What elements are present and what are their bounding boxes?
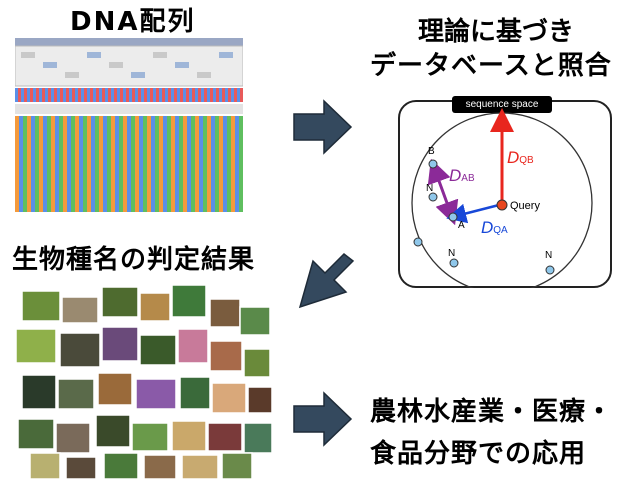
species-result-title: 生物種名の判定結果 bbox=[12, 245, 256, 275]
label-b: B bbox=[428, 146, 435, 157]
species-photo-tile bbox=[65, 456, 97, 480]
node-b bbox=[428, 159, 438, 169]
species-photo-tile bbox=[57, 378, 95, 410]
species-photo-tile bbox=[131, 422, 169, 452]
species-photo-tile bbox=[181, 454, 219, 480]
arrow-right-top-icon bbox=[293, 99, 353, 155]
species-photo-tile bbox=[177, 328, 209, 364]
species-photo-tile bbox=[247, 386, 273, 414]
label-n2: N bbox=[448, 248, 456, 259]
species-photo-tile bbox=[17, 418, 55, 450]
species-photo-tile bbox=[221, 452, 253, 480]
species-photo-tile bbox=[21, 374, 57, 410]
arrow-diagonal-icon bbox=[298, 253, 355, 309]
applications-title-line2: 食品分野での応用 bbox=[370, 439, 587, 469]
node-a bbox=[448, 212, 458, 222]
species-photo-tile bbox=[15, 328, 57, 364]
dna-alignment-thumbnail bbox=[14, 38, 244, 212]
species-photo-tile bbox=[21, 290, 61, 322]
node-outside bbox=[413, 237, 423, 247]
species-photo-tile bbox=[171, 284, 207, 318]
species-photo-tile bbox=[243, 348, 271, 378]
species-photo-tile bbox=[29, 452, 61, 480]
dna-sequence-title: DNA配列 bbox=[70, 7, 196, 37]
species-photo-tile bbox=[171, 420, 207, 452]
species-photo-tile bbox=[139, 334, 177, 366]
species-photo-tile bbox=[207, 422, 243, 452]
species-photo-tile bbox=[103, 452, 139, 480]
species-photo-tile bbox=[135, 378, 177, 410]
species-photo-tile bbox=[101, 286, 139, 318]
species-photo-collage bbox=[12, 283, 274, 480]
species-photo-tile bbox=[97, 372, 133, 406]
node-n2 bbox=[449, 258, 459, 268]
label-query: Query bbox=[510, 200, 540, 212]
species-photo-tile bbox=[209, 298, 241, 328]
species-photo-tile bbox=[95, 414, 131, 448]
label-dqb: DQB bbox=[507, 148, 534, 167]
arrow-right-bottom-icon bbox=[293, 391, 353, 447]
species-photo-tile bbox=[239, 306, 271, 336]
dqa-arrow bbox=[446, 203, 500, 224]
theory-title-line1: 理論に基づき bbox=[418, 17, 575, 47]
applications-title-line1: 農林水産業・医療・ bbox=[370, 397, 614, 427]
species-photo-tile bbox=[179, 376, 211, 410]
label-n3: N bbox=[545, 250, 553, 261]
species-photo-tile bbox=[139, 292, 171, 322]
sequence-space-header: sequence space bbox=[452, 96, 552, 113]
species-photo-tile bbox=[101, 326, 139, 362]
species-photo-tile bbox=[209, 340, 243, 372]
label-n1: N bbox=[426, 183, 434, 194]
database-compare-title-line2: データベースと照合 bbox=[370, 51, 612, 81]
species-photo-tile bbox=[55, 422, 91, 454]
species-photo-tile bbox=[61, 296, 99, 324]
species-photo-tile bbox=[211, 382, 247, 414]
node-n1 bbox=[428, 192, 438, 202]
query-node bbox=[496, 199, 508, 211]
species-photo-tile bbox=[243, 422, 273, 454]
label-dqa: DQA bbox=[481, 218, 508, 237]
label-a: A bbox=[458, 220, 465, 231]
species-photo-tile bbox=[59, 332, 101, 368]
sequence-space-diagram bbox=[411, 108, 593, 288]
label-dab: DAB bbox=[449, 166, 475, 185]
species-photo-tile bbox=[143, 454, 177, 480]
node-n3 bbox=[545, 265, 555, 275]
